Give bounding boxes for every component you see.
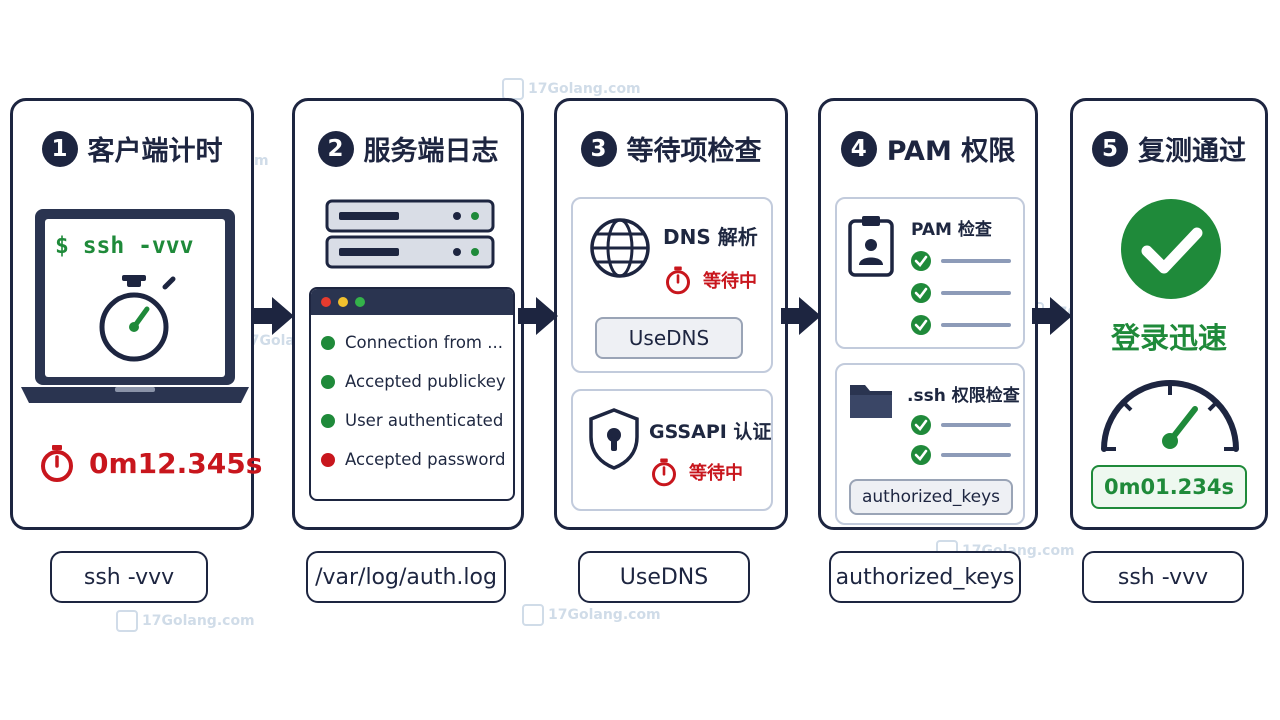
window-minimize-dot: [338, 297, 348, 307]
step-2-number: 2: [317, 130, 354, 167]
status-dot-ok: [321, 335, 335, 350]
step-panel-4: 4 PAM 权限 PAM 检查 .ssh 权限检查: [818, 98, 1038, 530]
gssapi-status: 等待中: [649, 457, 743, 487]
step-2-header: 2 服务端日志: [295, 129, 521, 168]
log-line: Accepted password: [321, 440, 513, 479]
watermark-logo-icon: [522, 604, 544, 626]
log-window-titlebar: [311, 289, 513, 315]
checklist: [911, 251, 1011, 335]
laptop-icon: [21, 209, 249, 403]
log-line: User authenticated: [321, 401, 513, 440]
step-2-title: 服务端日志: [363, 136, 499, 167]
flow-arrow-icon: [254, 297, 294, 335]
result-text: 登录迅速: [1110, 321, 1227, 355]
step-3-number: 3: [580, 130, 617, 167]
folder-icon: [850, 385, 892, 418]
flow-arrow-icon: [1032, 297, 1072, 335]
status-dot-ok: [321, 374, 335, 389]
caption-step-1: ssh -vvv: [50, 551, 208, 603]
step-1-number: 1: [41, 130, 78, 167]
checklist: [911, 415, 1011, 465]
pam-check-box: PAM 检查: [835, 197, 1025, 349]
step-3-title: 等待项检查: [626, 136, 762, 167]
window-maximize-dot: [355, 297, 365, 307]
log-lines: Connection from ... Accepted publickey U…: [311, 315, 513, 479]
dns-label: DNS 解析: [663, 225, 758, 249]
gssapi-label: GSSAPI 认证: [649, 421, 772, 443]
step-5-number: 5: [1092, 130, 1128, 167]
caption-step-5: ssh -vvv: [1082, 551, 1244, 603]
timer-icon: [652, 458, 676, 487]
caption-step-3: UseDNS: [578, 551, 750, 603]
window-close-dot: [321, 297, 331, 307]
step-panel-3: 3 等待项检查 DNS 解析 等待中 UseDNS GSSAPI 认证: [554, 98, 788, 530]
step-4-header: 4 PAM 权限: [821, 129, 1035, 168]
step-4-number: 4: [840, 130, 877, 167]
server-icon: [325, 199, 495, 269]
step-5-header: 5 复测通过: [1073, 129, 1265, 168]
stopwatch-icon: [99, 275, 176, 362]
watermark: 17Golang.com: [116, 610, 255, 632]
gssapi-check-box: GSSAPI 认证 等待中: [571, 389, 773, 511]
dns-status: 等待中: [663, 265, 757, 295]
elapsed-time-slow: 0m12.345s: [89, 446, 263, 480]
caption-step-4: authorized_keys: [829, 551, 1021, 603]
step-panel-2: 2 服务端日志 Connection from ... Accepted pub…: [292, 98, 524, 530]
watermark-logo-icon: [502, 78, 524, 100]
dns-check-box: DNS 解析 等待中 UseDNS: [571, 197, 773, 373]
step-panel-5: 5 复测通过 登录迅速 0m01.234s: [1070, 98, 1268, 530]
flow-arrow-icon: [518, 297, 558, 335]
authorized-keys-file: authorized_keys: [849, 479, 1013, 515]
terminal-command: $ ssh -vvv: [55, 233, 194, 259]
caption-step-2: /var/log/auth.log: [306, 551, 506, 603]
log-line: Connection from ...: [321, 323, 513, 362]
usedns-option: UseDNS: [595, 317, 743, 359]
status-dot-error: [321, 452, 335, 467]
ssh-permission-box: .ssh 权限检查 authorized_keys: [835, 363, 1025, 525]
watermark: 17Golang.com: [502, 78, 641, 100]
elapsed-slow: 0m12.345s: [37, 443, 262, 483]
watermark: 17Golang.com: [522, 604, 661, 626]
step-1-header: 1 客户端计时: [13, 129, 251, 168]
watermark-logo-icon: [116, 610, 138, 632]
flow-arrow-icon: [781, 297, 821, 335]
clipboard-user-icon: [848, 216, 894, 277]
step-3-header: 3 等待项检查: [557, 129, 785, 168]
elapsed-time-fast: 0m01.234s: [1091, 465, 1247, 509]
timer-icon: [41, 445, 73, 482]
status-dot-ok: [321, 413, 335, 428]
log-line: Accepted publickey: [321, 362, 513, 401]
globe-icon: [590, 218, 650, 278]
log-window: Connection from ... Accepted publickey U…: [309, 287, 515, 501]
step-1-title: 客户端计时: [87, 136, 223, 167]
pam-check-label: PAM 检查: [911, 220, 992, 240]
step-5-title: 复测通过: [1138, 136, 1246, 167]
ssh-perm-label: .ssh 权限检查: [907, 386, 1020, 406]
speedometer-icon: [1101, 380, 1239, 452]
timer-icon: [666, 266, 690, 295]
step-4-title: PAM 权限: [886, 136, 1016, 167]
shield-lock-icon: [589, 408, 639, 470]
step-panel-1: 1 客户端计时 $ ssh -vvv 0m12.345s: [10, 98, 262, 530]
success-check-icon: [1121, 199, 1221, 299]
